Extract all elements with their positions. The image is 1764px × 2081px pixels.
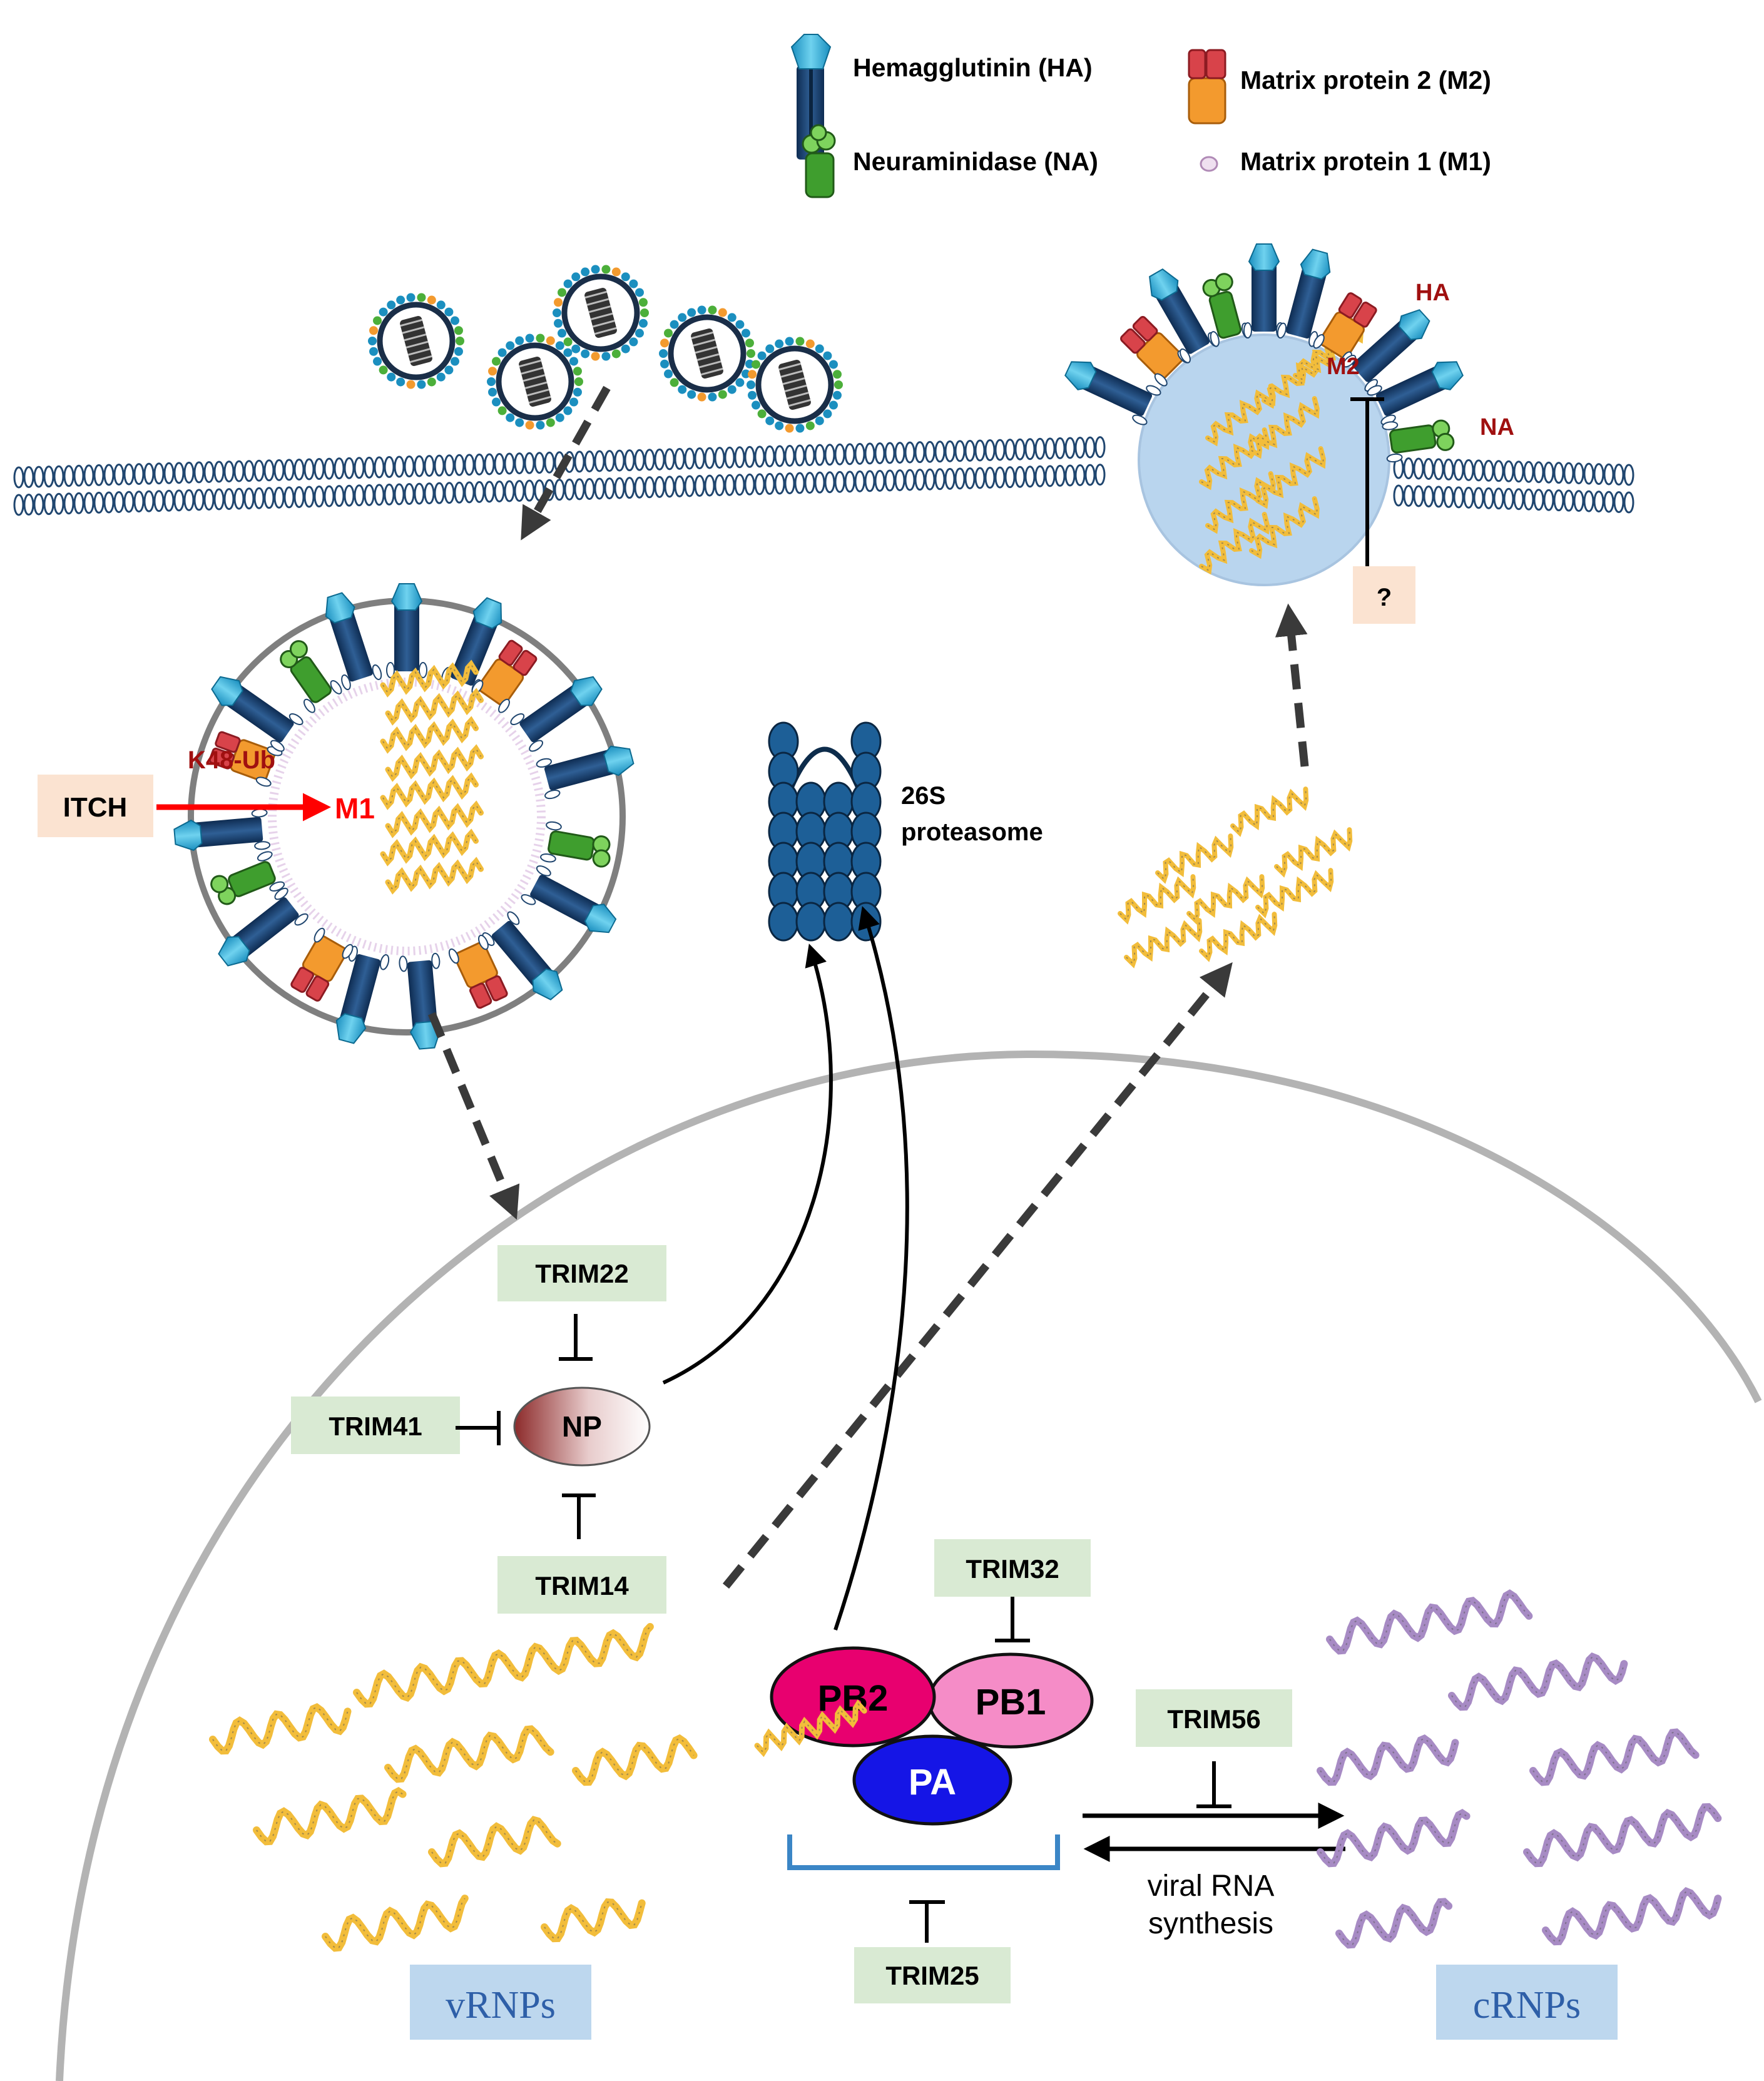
virion-particle [487, 333, 583, 430]
legend-na-icon [802, 124, 836, 198]
proteasome-label-line2: proteasome [901, 818, 1043, 846]
export-to-membrane-arrow [1275, 603, 1309, 767]
ha-spike [536, 745, 635, 800]
np-protein [513, 1386, 651, 1467]
unknown-factor-label: ? [1377, 584, 1392, 611]
trim56-label: TRIM56 [1167, 1704, 1260, 1734]
virions-extracellular [368, 265, 843, 433]
ha-spike [325, 592, 382, 691]
k48-ub-label: K48-Ub [188, 746, 275, 774]
synthesis-label-line1: viral RNA [1148, 1870, 1275, 1903]
trim32-box [934, 1539, 1091, 1597]
ha-spike [173, 808, 271, 852]
ha-spike [386, 583, 427, 678]
ha-spike [1367, 361, 1464, 425]
nucleus-membrane [56, 1050, 1762, 2081]
na-spike [540, 821, 611, 868]
ha-spike [1243, 243, 1285, 338]
pb2-subunit [770, 1646, 936, 1748]
polymerase-bracket [787, 1834, 1060, 1870]
legend-ha-label: Hemagglutinin (HA) [853, 53, 1093, 82]
budding-virion [1064, 243, 1464, 586]
virion-particle [553, 265, 649, 361]
crnps-label: cRNPs [1473, 1984, 1581, 2027]
proteasome-icon [768, 721, 882, 942]
m2-channel [290, 927, 354, 1002]
trim41-label: TRIM41 [329, 1412, 422, 1441]
nuclear-export-arrow [722, 962, 1233, 1589]
exported-vrnps [1118, 786, 1353, 969]
virion-particle [747, 337, 843, 433]
itch-box [38, 775, 153, 837]
ha-spike [1064, 361, 1161, 425]
polymerase-bound-rna [754, 1699, 867, 1758]
unknown-factor-box [1353, 566, 1415, 624]
pb2-to-proteasome-arrow [834, 906, 909, 1631]
trim25-label: TRIM25 [885, 1961, 979, 1990]
ha-spike [482, 911, 563, 1000]
m1-label: M1 [335, 792, 375, 825]
trim22-box [497, 1245, 666, 1301]
trim14-label: TRIM14 [535, 1571, 629, 1600]
crnp-cluster [1317, 1589, 1722, 1949]
virion-particle [659, 305, 755, 402]
m2-channel [471, 639, 538, 713]
legend-m2-label: Matrix protein 2 (M2) [1240, 66, 1491, 94]
legend: Hemagglutinin (HA) Neuraminidase (NA) Ma… [790, 34, 1491, 198]
budding-ha-label: HA [1415, 280, 1450, 306]
np-label: NP [562, 1410, 602, 1443]
legend-m2-icon [1188, 49, 1226, 125]
na-spike [1382, 419, 1455, 463]
endosome-virion-interior [268, 678, 546, 955]
na-spike [1202, 273, 1252, 347]
m2-channel [448, 934, 508, 1009]
ha-spike [1342, 309, 1430, 392]
na-spike [280, 640, 342, 713]
entry-arrow [521, 385, 611, 541]
itch-label: ITCH [63, 792, 128, 823]
pb1-label: PB1 [976, 1682, 1046, 1722]
trim41-box [291, 1397, 460, 1454]
np-to-proteasome-arrow [662, 944, 833, 1385]
vrnp-cluster [209, 1623, 698, 1952]
pa-subunit [852, 1734, 1012, 1826]
budding-na-label: NA [1480, 414, 1514, 440]
plasma-membrane [13, 436, 1634, 516]
ha-spike [510, 676, 603, 752]
proteasome-label-line1: 26S [901, 782, 946, 810]
trim32-label: TRIM32 [966, 1554, 1059, 1584]
crnps-box [1436, 1965, 1618, 2040]
trim56-box [1136, 1689, 1292, 1747]
pa-label: PA [909, 1762, 956, 1803]
na-spike [210, 851, 285, 905]
trim25-box [854, 1947, 1011, 2003]
endosome [173, 583, 635, 1050]
legend-m1-icon [1200, 156, 1218, 172]
trim14-box [497, 1556, 666, 1614]
ha-spike [218, 887, 308, 967]
virion-particle [368, 293, 464, 389]
legend-m1-label: Matrix protein 1 (M1) [1240, 147, 1491, 176]
m2-channel [1120, 316, 1191, 387]
trim22-label: TRIM22 [535, 1259, 628, 1288]
ha-spike [211, 676, 303, 752]
ha-spike [335, 945, 390, 1044]
m2-channel [1313, 292, 1377, 366]
vrnps-box [410, 1965, 591, 2040]
legend-na-label: Neuraminidase (NA) [853, 147, 1098, 176]
vrnps-label: vRNPs [446, 1984, 556, 2027]
budding-m2-label: M2 [1327, 354, 1360, 380]
synthesis-label-line2: synthesis [1148, 1907, 1273, 1940]
ha-spike [521, 865, 617, 934]
endosome-to-nucleus-arrow [427, 1012, 520, 1220]
